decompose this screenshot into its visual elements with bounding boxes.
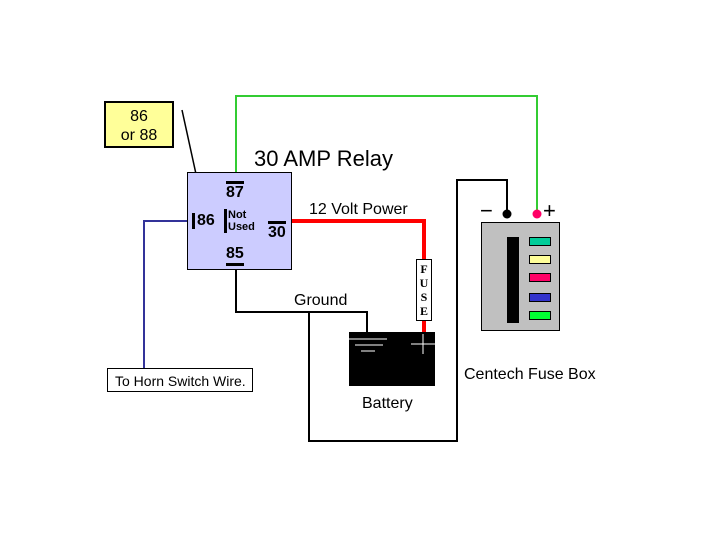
fusebox-negative-terminal: [502, 209, 512, 219]
fuse-letter: S: [420, 290, 428, 304]
power-wire-label: 12 Volt Power: [309, 201, 408, 218]
relay-pin-30: 30: [268, 221, 286, 241]
relay-block: 87 86 Not Used 30 85: [187, 172, 292, 270]
fusebox-positive-sign: +: [543, 198, 556, 223]
fuse-letter: U: [419, 276, 429, 290]
relay-pin-85: 85: [226, 246, 244, 266]
fusebox-fuse-slot: [529, 273, 551, 282]
fusebox-negative-sign: −: [480, 198, 493, 223]
fusebox-bus-bar: [507, 237, 519, 323]
horn-switch-wire: [143, 220, 187, 368]
fusebox-fuse-slot: [529, 237, 551, 246]
accessory-wire: [235, 95, 538, 214]
fusebox-label: Centech Fuse Box: [464, 366, 596, 383]
callout-line-1: 86: [130, 108, 148, 125]
fusebox-fuse-slot: [529, 255, 551, 264]
fusebox-fuse-slot: [529, 293, 551, 302]
not-used-label: Not Used: [224, 209, 255, 233]
inline-fuse: F U S E: [416, 259, 432, 321]
power-wire: [292, 219, 426, 259]
relay-title: 30 AMP Relay: [254, 146, 394, 171]
fusebox-positive-terminal: [532, 209, 542, 219]
horn-switch-label-box: To Horn Switch Wire.: [107, 368, 253, 392]
fusebox-fuse-slot: [529, 311, 551, 320]
relay-pin-86: 86: [192, 213, 215, 229]
battery-label: Battery: [362, 395, 413, 412]
fuse-letter: E: [419, 304, 428, 318]
fusebox-ground-wire: [308, 179, 508, 442]
fuse-letter: F: [420, 262, 428, 276]
callout-line-2: or 88: [120, 127, 158, 144]
ground-wire-label: Ground: [294, 292, 348, 309]
ground-wire: [235, 270, 368, 332]
battery: [349, 332, 435, 386]
relay-pin-87: 87: [226, 181, 244, 201]
not-used-line-1: Not: [228, 209, 247, 221]
fuse-box: [481, 222, 560, 331]
battery-terminal-symbols: [349, 334, 435, 354]
not-used-line-2: Used: [228, 221, 255, 233]
pin-callout-box: 86 or 88: [104, 101, 174, 148]
